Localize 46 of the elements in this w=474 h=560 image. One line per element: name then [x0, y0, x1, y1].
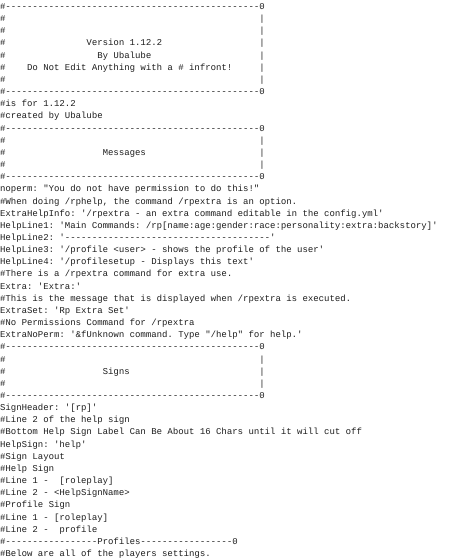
- config-line: #There is a /rpextra command for extra use.: [0, 268, 232, 281]
- config-line: ExtraHelpInfo: '/rpextra - an extra command editable in the config.yml': [0, 208, 384, 220]
- config-line: HelpLine2: '--------------------------------------': [0, 232, 276, 244]
- config-line: # |: [0, 13, 265, 26]
- config-line: ExtraSet: 'Rp Extra Set': [0, 304, 130, 318]
- config-line: SignHeader: '[rp]': [0, 402, 98, 414]
- config-line: #is for 1.12.2: [0, 98, 76, 110]
- config-line: #Profile Sign: [0, 499, 70, 512]
- config-line: #-----------------------------------------------0: [0, 341, 265, 354]
- config-line: #Line 1 - [roleplay]: [0, 475, 114, 488]
- config-line: #No Permissions Command for /rpextra: [0, 317, 194, 330]
- config-line: # |: [0, 354, 265, 366]
- config-line: # |: [0, 378, 265, 390]
- config-line: HelpLine4: '/profilesetup - Displays this text': [0, 256, 254, 268]
- config-line: # Version 1.12.2 |: [0, 37, 265, 50]
- config-line: # |: [0, 25, 265, 38]
- config-line: HelpSign: 'help': [0, 438, 86, 451]
- config-line: # |: [0, 134, 265, 147]
- config-line: # Signs |: [0, 366, 265, 378]
- config-line: #Line 1 - [roleplay]: [0, 512, 108, 524]
- config-line: ExtraNoPerm: '&fUnknown command. Type "/help" for help.': [0, 329, 302, 342]
- config-line: # By Ubalube |: [0, 50, 265, 62]
- config-line: #Line 2 - <HelpSignName>: [0, 487, 130, 500]
- config-line: HelpLine3: '/profile <user> - shows the profile of the user': [0, 244, 324, 256]
- config-line: #-----------------------------------------------0: [0, 122, 265, 135]
- config-line: #created by Ubalube: [0, 110, 103, 123]
- config-line: #This is the message that is displayed when /rpextra is executed.: [0, 292, 352, 305]
- config-line: noperm: "You do not have permission to do this!": [0, 183, 260, 196]
- config-line: Extra: 'Extra:': [0, 280, 82, 293]
- config-line: #-----------------Profiles-----------------0: [0, 536, 238, 548]
- config-line: #Line 2 - profile: [0, 524, 98, 536]
- config-line: #Sign Layout: [0, 450, 65, 463]
- config-line: # |: [0, 74, 265, 86]
- config-line: #-----------------------------------------------0: [0, 86, 265, 98]
- config-line: # Do Not Edit Anything with a # infront! |: [0, 62, 265, 74]
- config-line: HelpLine1: 'Main Commands: /rp[name:age:gender:race:personality:extra:backstory]': [0, 220, 438, 232]
- config-line: # Messages |: [0, 146, 265, 160]
- config-line: #-----------------------------------------------0: [0, 390, 265, 402]
- config-line: #Help Sign: [0, 462, 54, 476]
- config-line: #Bottom Help Sign Label Can Be About 16 Chars until it will cut off: [0, 426, 362, 439]
- config-line: # |: [0, 159, 265, 172]
- config-line: #Below are all of the players settings.: [0, 548, 211, 560]
- config-line: #When doing /rphelp, the command /rpextra is an option.: [0, 196, 298, 208]
- config-line: #-----------------------------------------------0: [0, 1, 265, 14]
- config-line: #Line 2 of the help sign: [0, 414, 130, 426]
- config-line: #-----------------------------------------------0: [0, 171, 265, 184]
